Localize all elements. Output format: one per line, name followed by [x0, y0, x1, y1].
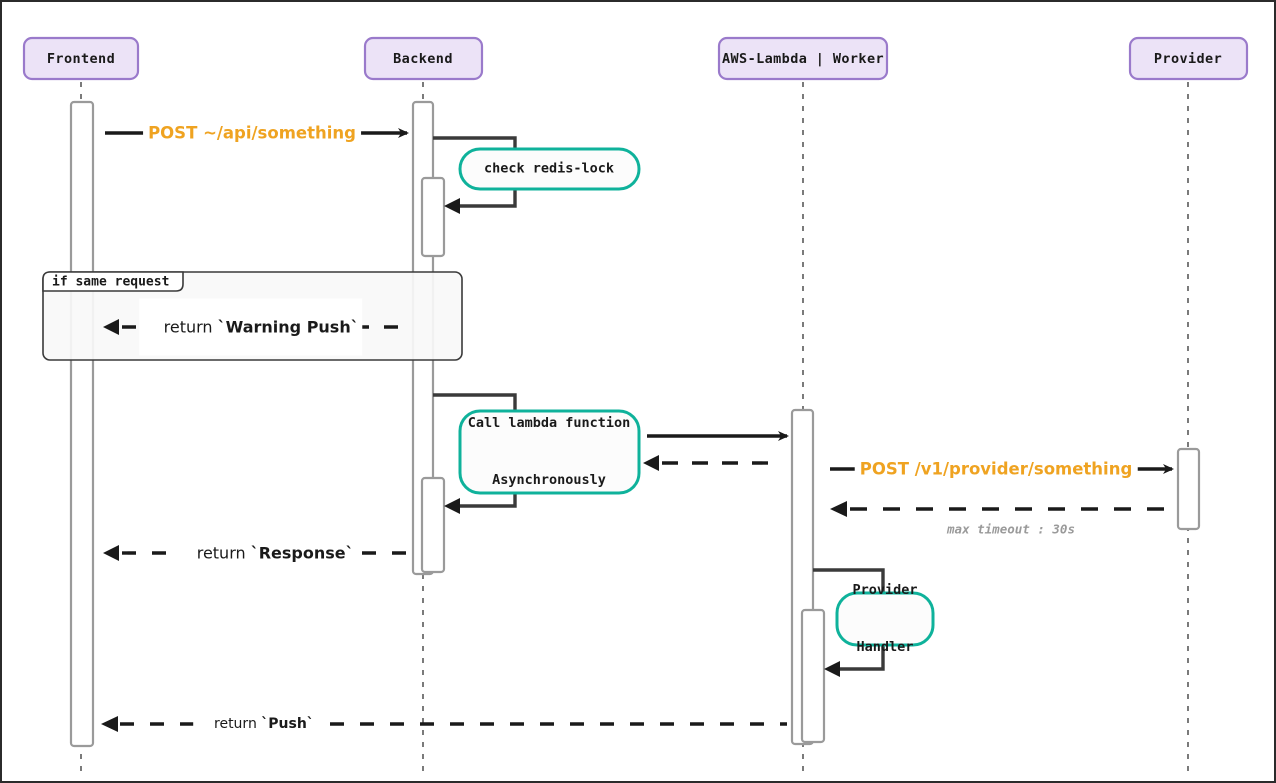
message-push	[101, 716, 787, 732]
message-lambda-ack	[643, 455, 782, 471]
message-provider-return	[830, 501, 1174, 517]
activation-backend-nested-1	[420, 176, 446, 258]
notes	[458, 147, 935, 647]
message-response	[103, 545, 407, 561]
participant-boxes	[22, 36, 1249, 81]
activation-provider	[1176, 447, 1201, 531]
activation-lambda-nested	[800, 608, 826, 744]
alt-fragment	[42, 271, 463, 361]
activation-frontend	[69, 100, 95, 748]
participant-box-backend	[363, 36, 484, 81]
note-redis-lock-box	[458, 147, 641, 191]
participant-box-provider	[1128, 36, 1249, 81]
note-call-lambda-box	[458, 409, 641, 495]
note-provider-handler-box	[835, 591, 935, 647]
activation-backend-nested-2	[420, 476, 446, 574]
participant-box-lambda	[717, 36, 889, 81]
participant-box-frontend	[22, 36, 140, 81]
